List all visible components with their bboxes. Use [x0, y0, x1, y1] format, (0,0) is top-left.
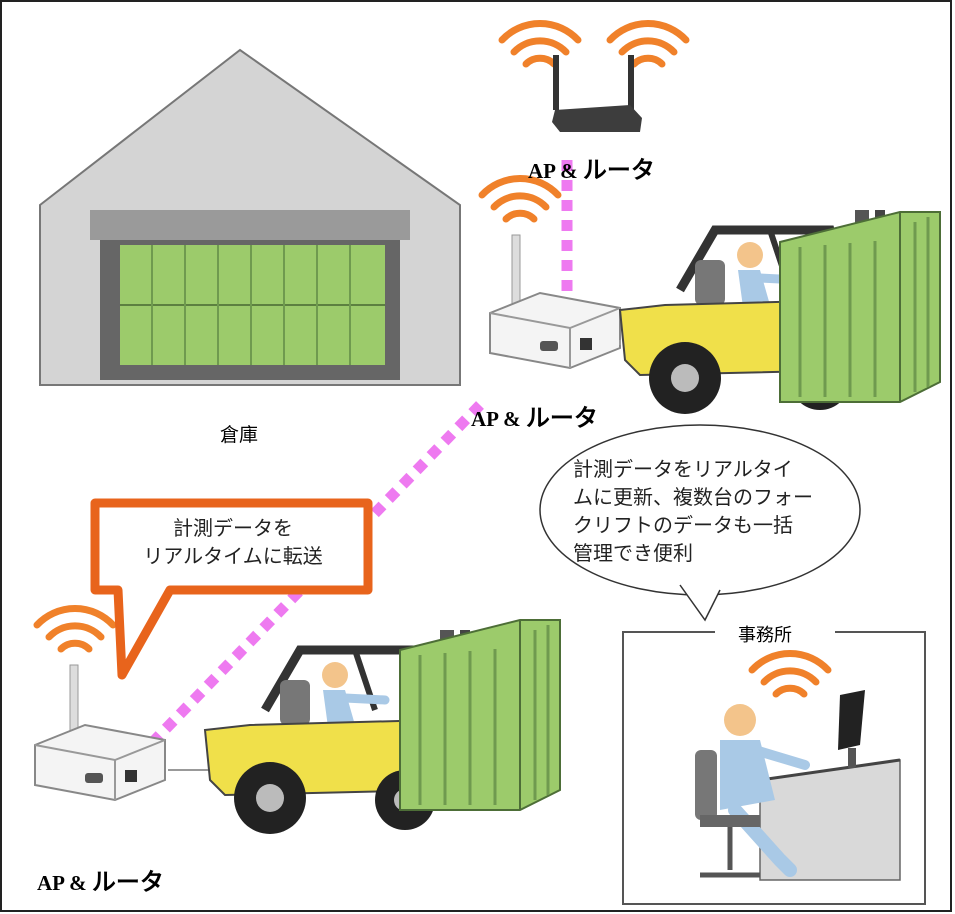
transfer-callout-box: [90, 498, 373, 680]
forklift-bottom: [35, 608, 562, 834]
transfer-callout-text: 計測データを リアルタイムに転送: [143, 516, 323, 568]
ap-router-label-middle: AP & ルータ: [471, 404, 598, 432]
warehouse-illustration: [39, 48, 461, 386]
ap-router-label-bottom: AP & ルータ: [37, 868, 164, 896]
forklift-middle: [482, 178, 942, 414]
wireless-link: [146, 160, 573, 749]
office-speech-bubble: [539, 424, 861, 622]
warehouse-label: 倉庫: [220, 424, 259, 446]
office-label: 事務所: [738, 625, 792, 646]
ap-router-label-top: AP & ルータ: [528, 156, 655, 184]
office-note-text: 計測データをリアルタイ ムに更新、複数台のフォー クリフトのデータも一括 管理で…: [573, 457, 813, 565]
router-top: [502, 23, 686, 132]
office-illustration: [622, 622, 926, 905]
